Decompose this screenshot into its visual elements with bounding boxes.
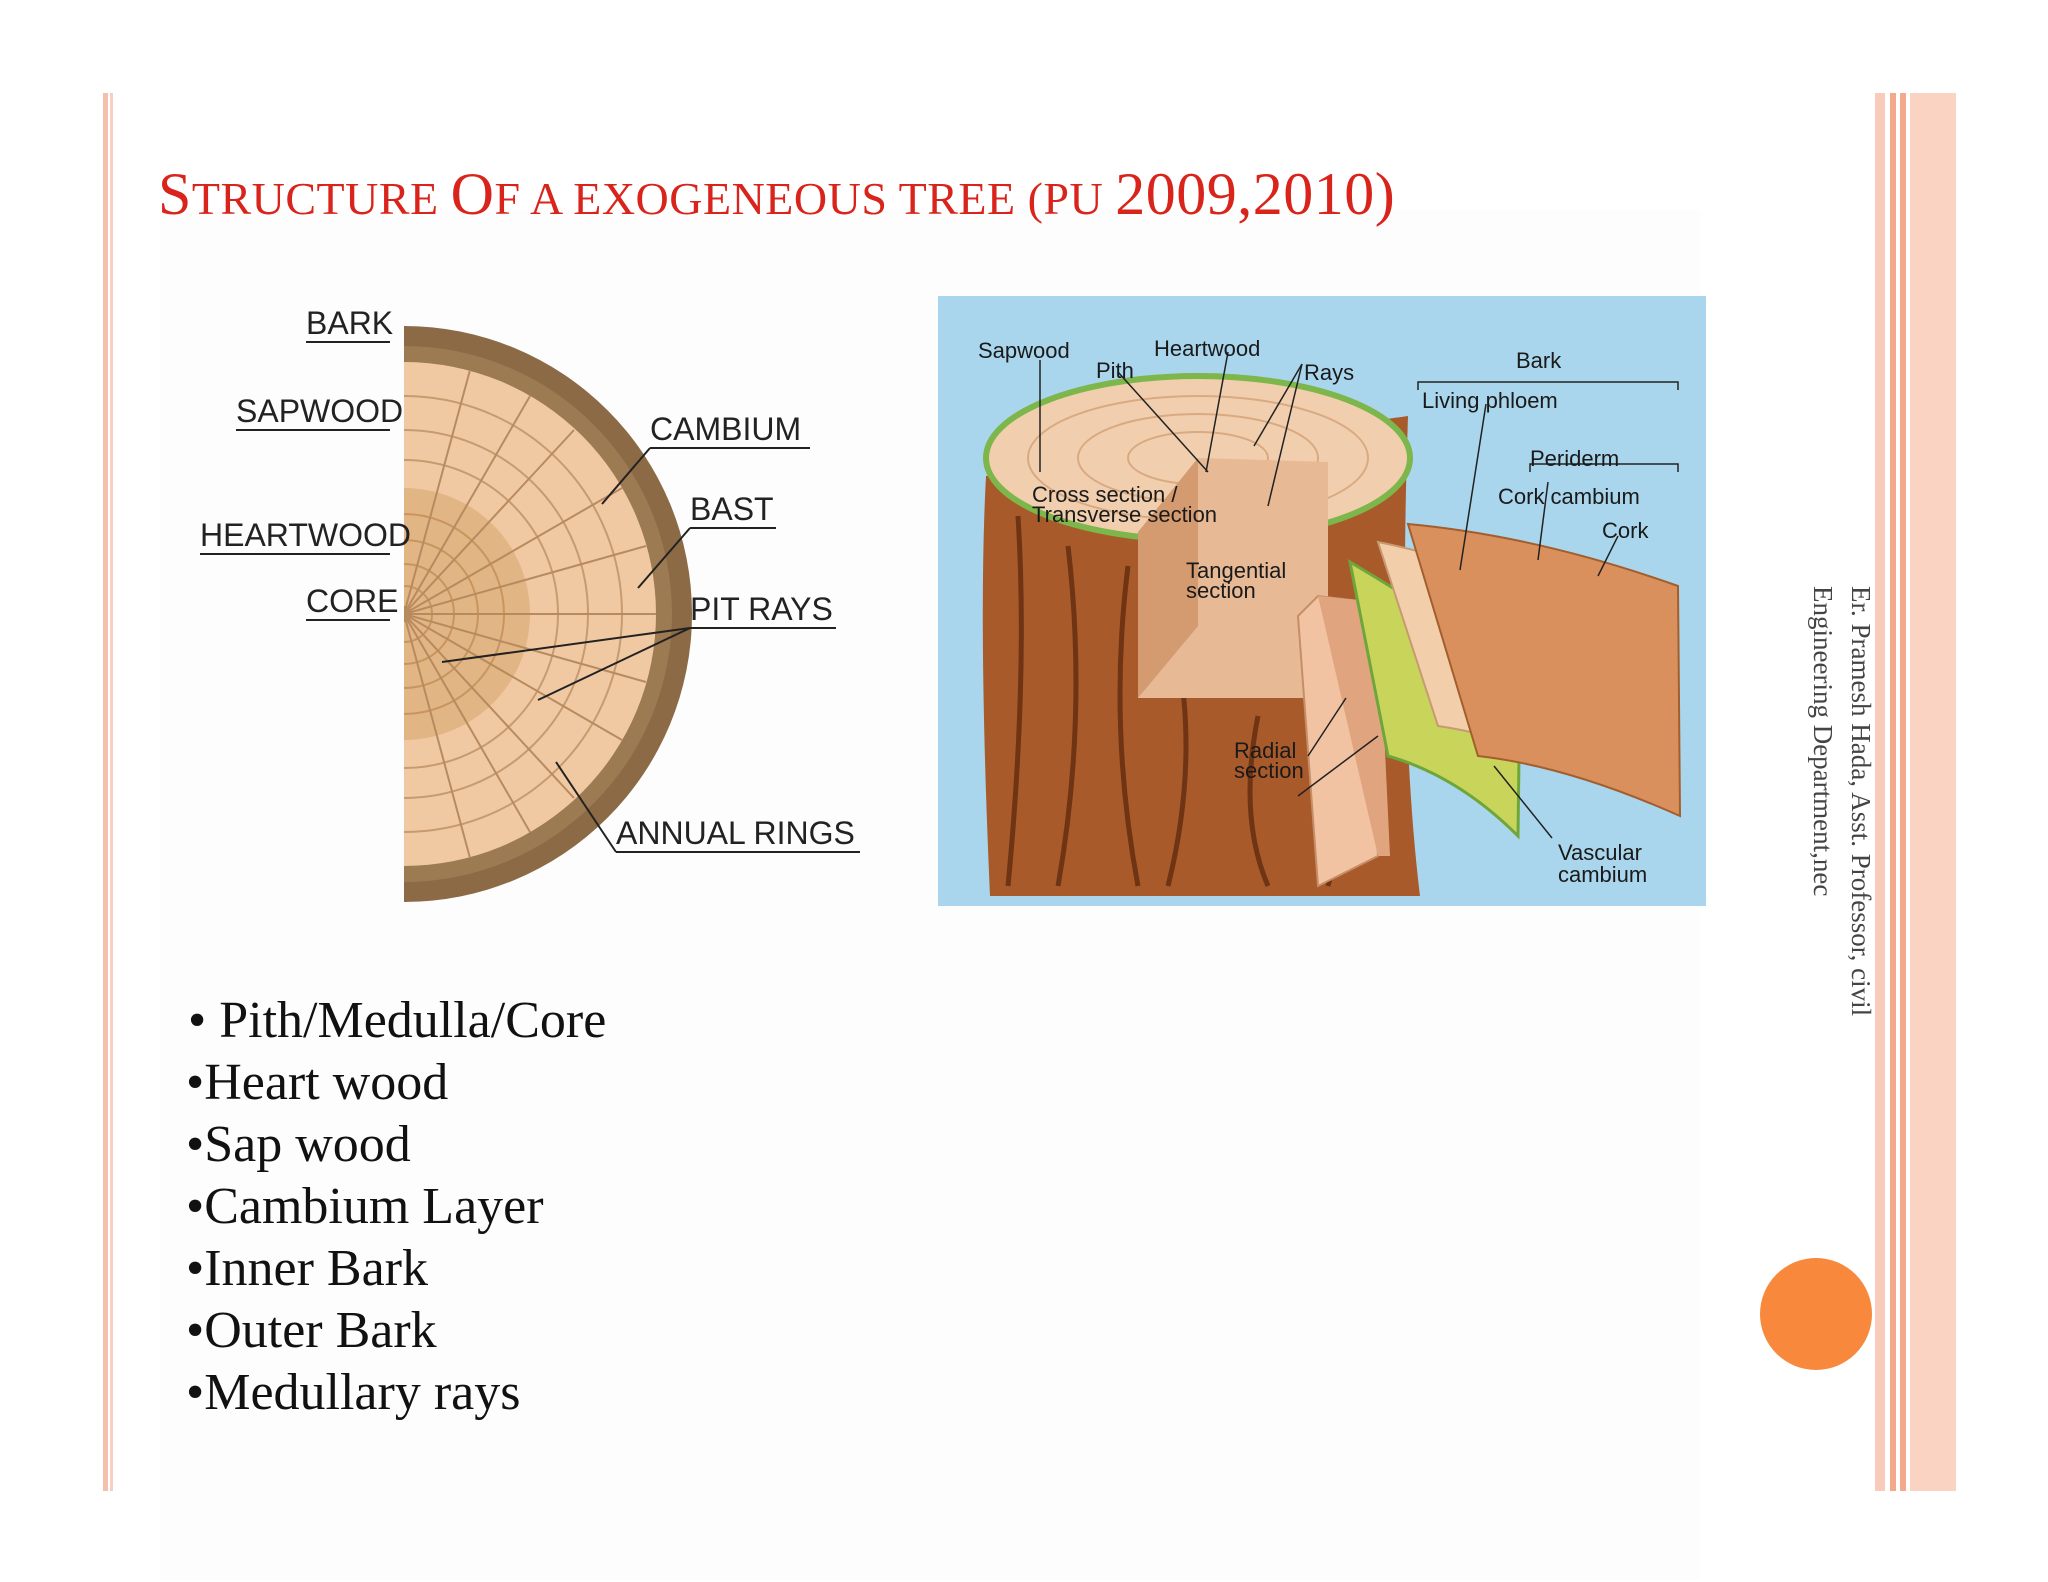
bullet-item: •Medullary rays (186, 1364, 521, 1421)
label-pith: Pith (1096, 358, 1134, 383)
left-border-rule (103, 93, 108, 1491)
bullet-item: •Cambium Layer (186, 1178, 544, 1235)
label-bark: BARK (306, 305, 393, 341)
label-bast: BAST (690, 491, 774, 527)
right-border-rule (1875, 93, 1885, 1491)
author-line-2: Engineering Department,nec (1808, 586, 1838, 897)
label-bark: Bark (1516, 348, 1562, 373)
right-border-rule (1900, 93, 1906, 1491)
title-text-2: F A EXOGENEOUS TREE (PU (494, 173, 1116, 224)
label-vascular-1: Vascular (1558, 840, 1642, 865)
author-footer: Er. Pramesh Hada, Asst. Professor, civil… (1800, 586, 1890, 1166)
label-core: CORE (306, 583, 398, 619)
bullet-item: •Inner Bark (186, 1240, 428, 1297)
label-tangential-2: section (1186, 578, 1256, 603)
bullet-item: •Sap wood (186, 1116, 411, 1173)
bullet-item: •Outer Bark (186, 1302, 437, 1359)
title-cap-o: O (450, 161, 495, 227)
pit-ray-lines (404, 369, 656, 859)
title-years: 2009,2010) (1115, 161, 1396, 227)
tree-stump-sections-diagram: Sapwood Pith Heartwood Rays Bark Living … (938, 296, 1706, 906)
leader-lines (200, 341, 860, 853)
label-pit-rays: PIT RAYS (690, 591, 833, 627)
accent-circle (1760, 1258, 1872, 1370)
label-heartwood: HEARTWOOD (200, 517, 411, 553)
label-cork: Cork (1602, 518, 1649, 543)
label-living-phloem: Living phloem (1422, 388, 1558, 413)
label-sapwood: Sapwood (978, 338, 1070, 363)
label-periderm: Periderm (1530, 446, 1619, 471)
label-cambium: CAMBIUM (650, 411, 801, 447)
label-cross-section-2: Transverse section (1032, 502, 1217, 527)
label-heartwood: Heartwood (1154, 336, 1260, 361)
bullet-list: • Pith/Medulla/Core •Heart wood •Sap woo… (186, 990, 607, 1424)
cork-layer (1406, 522, 1682, 818)
label-rays: Rays (1304, 360, 1354, 385)
bullet-item: •Heart wood (186, 1054, 449, 1111)
right-border-rule (1890, 93, 1896, 1491)
left-border-rule-inner (110, 93, 113, 1491)
label-sapwood: SAPWOOD (236, 393, 403, 429)
bullet-item: • Pith/Medulla/Core (188, 992, 607, 1049)
label-tangential-1: Tangential (1186, 558, 1286, 583)
label-cross-section-1: Cross section / (1032, 482, 1178, 507)
label-cork-cambium: Cork cambium (1498, 484, 1640, 509)
right-border-rule (1910, 93, 1956, 1491)
tree-cross-section-diagram: BARK SAPWOOD HEARTWOOD CORE CAMBIUM BAST… (200, 305, 860, 902)
title-cap-s: S (158, 161, 192, 227)
author-line-1: Er. Pramesh Hada, Asst. Professor, civil (1846, 586, 1876, 1017)
label-annual-rings: ANNUAL RINGS (616, 815, 855, 851)
label-radial-1: Radial (1234, 738, 1296, 763)
slide-title: STRUCTURE OF A EXOGENEOUS TREE (PU 2009,… (158, 158, 1395, 235)
label-vascular-2: cambium (1558, 862, 1647, 887)
label-radial-2: section (1234, 758, 1304, 783)
title-text-1: TRUCTURE (191, 173, 451, 224)
